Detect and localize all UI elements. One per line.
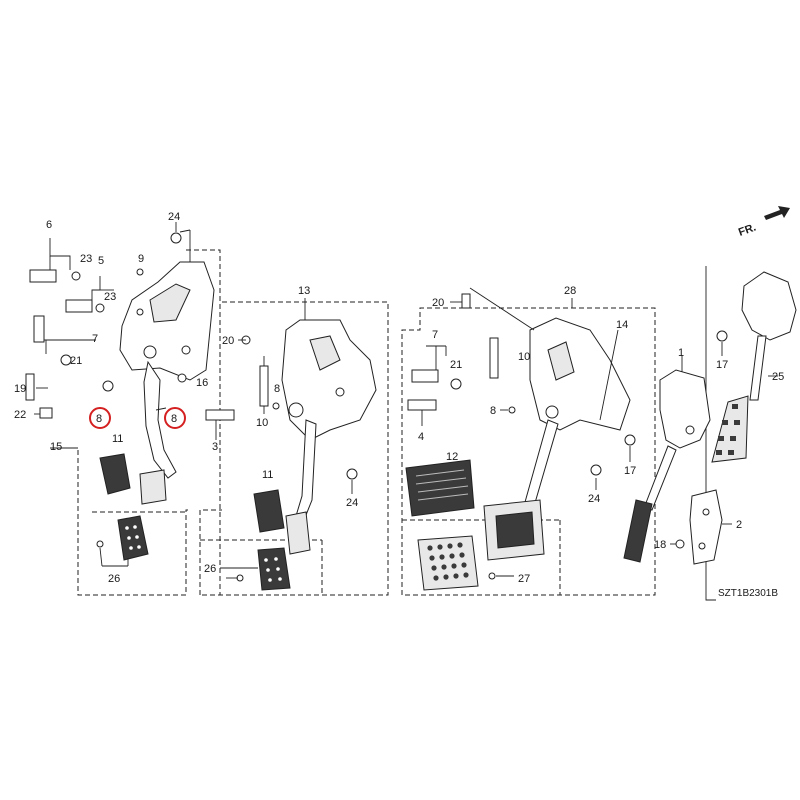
label-15: 15 [50, 441, 62, 453]
label-7b: 7 [432, 329, 438, 341]
switch-7b [411, 369, 439, 383]
clutch-pedal-arm [143, 360, 177, 479]
switch-4 [407, 399, 437, 411]
brake-pedal-bracket-mt [529, 317, 631, 431]
label-11a: 11 [112, 433, 123, 445]
brake-pedal-pad-11 [253, 489, 285, 533]
switch-5 [65, 299, 93, 313]
switch-6 [29, 269, 57, 283]
label-3: 3 [212, 441, 218, 453]
accelerator-pedal-1 [659, 369, 711, 449]
label-26b: 26 [204, 563, 216, 575]
label-20a: 20 [222, 335, 234, 347]
label-7a: 7 [92, 333, 98, 345]
diagram-code: SZT1B2301B [718, 588, 778, 599]
front-direction-label: FR. [737, 221, 758, 238]
clutch-pedal-pad [99, 453, 131, 495]
label-17a: 17 [624, 465, 636, 477]
label-28: 28 [564, 285, 576, 297]
accelerator-pedal-group [623, 206, 797, 601]
label-4: 4 [418, 431, 424, 443]
nut-22 [39, 407, 53, 419]
group-28-border [401, 307, 656, 596]
label-24c: 24 [588, 493, 600, 505]
label-8c: 8 [274, 383, 280, 395]
label-27: 27 [518, 573, 530, 585]
label-2: 2 [736, 519, 742, 531]
clutch-pedal-group [25, 222, 221, 596]
label-16: 16 [196, 377, 208, 389]
label-18: 18 [654, 539, 666, 551]
label-24a: 24 [168, 211, 180, 223]
label-21b: 21 [450, 359, 462, 371]
accelerator-pad [623, 499, 653, 563]
brake-pad-cover-27 [417, 535, 479, 591]
label-9: 9 [138, 253, 144, 265]
label-10a: 10 [256, 417, 268, 429]
label-10b: 10 [518, 351, 530, 363]
label-20b: 20 [432, 297, 444, 309]
accelerator-pad-25 [711, 395, 749, 463]
nut-24 [346, 468, 358, 480]
brake-pedal-group-13 [199, 298, 389, 596]
label-26a: 26 [108, 573, 120, 585]
bracket-2 [689, 489, 723, 565]
group-15-border [77, 450, 188, 596]
label-5: 5 [98, 255, 104, 267]
label-21a: 21 [70, 355, 82, 367]
label-11b: 11 [262, 469, 273, 481]
brake-pedal-pad-12 [405, 459, 475, 517]
group-15-border-right [186, 249, 221, 595]
label-23b: 23 [104, 291, 116, 303]
front-direction-arrow-icon [764, 206, 790, 220]
label-6: 6 [46, 219, 52, 231]
label-23a: 23 [80, 253, 92, 265]
brake-pedal-group-28 [401, 287, 656, 596]
label-24b: 24 [346, 497, 358, 509]
accelerator-module-25 [741, 271, 797, 341]
highlight-circle-8-right [164, 407, 186, 429]
group-13-border [199, 509, 222, 595]
label-22: 22 [14, 409, 26, 421]
switch-7 [33, 315, 45, 343]
label-8d: 8 [490, 405, 496, 417]
highlight-circle-8-left [89, 407, 111, 429]
part-labels: 6 23 5 23 7 21 19 22 15 8 8 11 9 24 16 2… [14, 211, 784, 599]
label-17b: 17 [716, 359, 728, 371]
bolt-19 [25, 373, 35, 401]
brake-pedal-bracket [281, 319, 377, 441]
label-8b: 8 [171, 413, 177, 425]
label-1: 1 [678, 347, 684, 359]
bolt-20 [461, 293, 471, 309]
label-8a: 8 [96, 413, 102, 425]
brake-pedal-arm [295, 419, 317, 521]
label-25: 25 [772, 371, 784, 383]
return-spring-10 [259, 365, 269, 407]
brake-pad-cover-26 [257, 547, 291, 591]
stop-switch-3 [205, 409, 235, 421]
label-14: 14 [616, 319, 628, 331]
return-spring-10b [489, 337, 499, 379]
label-12: 12 [446, 451, 458, 463]
clutch-pad-cover [117, 515, 149, 561]
label-19: 19 [14, 383, 26, 395]
label-13: 13 [298, 285, 310, 297]
